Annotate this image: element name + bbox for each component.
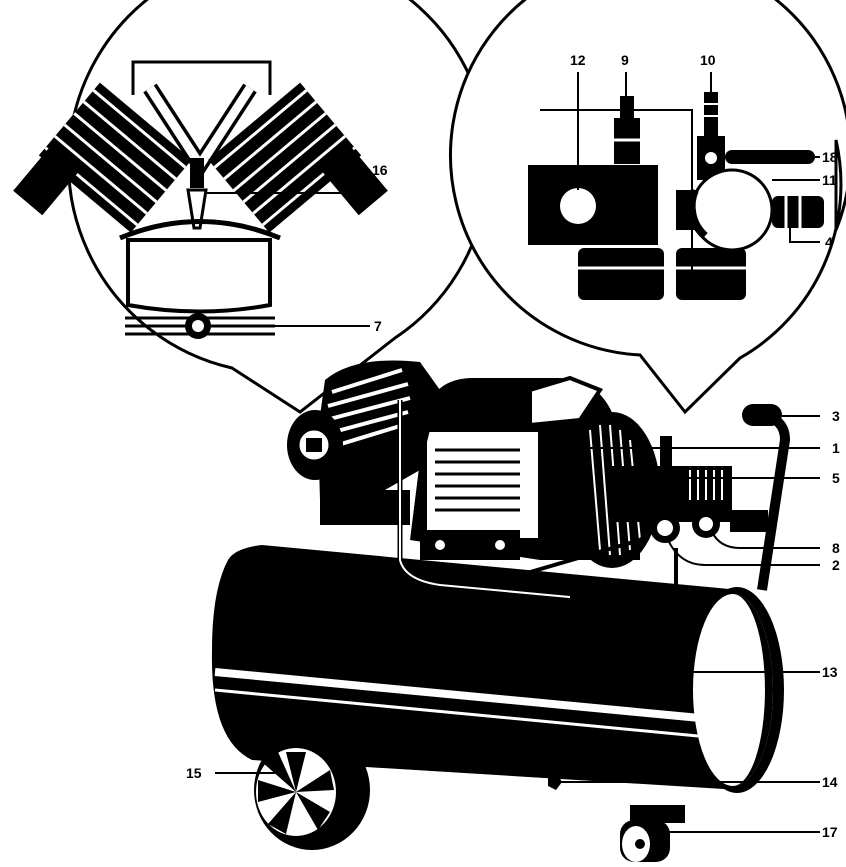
oil-filler-cap	[190, 158, 204, 188]
callout-14: 14	[822, 774, 838, 790]
callout-11: 11	[822, 172, 837, 188]
transport-handle	[742, 404, 782, 426]
right-cylinder-fins	[208, 82, 388, 233]
left-cylinder-fins	[13, 82, 192, 233]
drain-valve	[548, 772, 562, 790]
caster-wheel	[620, 805, 685, 862]
callout-10: 10	[700, 52, 716, 68]
tank-wheel	[254, 730, 370, 850]
callout-1: 1	[832, 440, 840, 456]
callout-6: 6	[374, 185, 382, 201]
pressure-gauge	[690, 168, 774, 252]
pressure-regulator-detail-callout	[448, 0, 846, 415]
quick-coupling-top	[704, 92, 718, 136]
check-valve	[570, 590, 605, 628]
callout-18: 18	[822, 149, 838, 165]
air-tank	[211, 538, 784, 793]
callout-9: 9	[621, 52, 629, 68]
callout-labels: 12 9 10 18 11 4 16 6 7 3 1 5 8 2 13 15 1…	[186, 52, 840, 840]
on-off-button-detail	[560, 188, 596, 224]
callout-4: 4	[825, 234, 833, 250]
pump-head-detail-callout	[13, 0, 491, 414]
valve-handle	[725, 150, 815, 164]
callout-16: 16	[372, 162, 388, 178]
callout-17: 17	[822, 824, 838, 840]
pump-head	[287, 360, 440, 525]
callout-3: 3	[832, 408, 840, 424]
outlet-coupling	[772, 196, 824, 228]
compressor-body	[211, 360, 791, 862]
callout-2: 2	[832, 557, 840, 573]
leader-lines	[215, 415, 820, 833]
callout-7: 7	[374, 318, 382, 334]
callout-13: 13	[822, 664, 838, 680]
callout-15: 15	[186, 765, 202, 781]
callout-5: 5	[832, 470, 840, 486]
callout-8: 8	[832, 540, 840, 556]
callout-12: 12	[570, 52, 586, 68]
